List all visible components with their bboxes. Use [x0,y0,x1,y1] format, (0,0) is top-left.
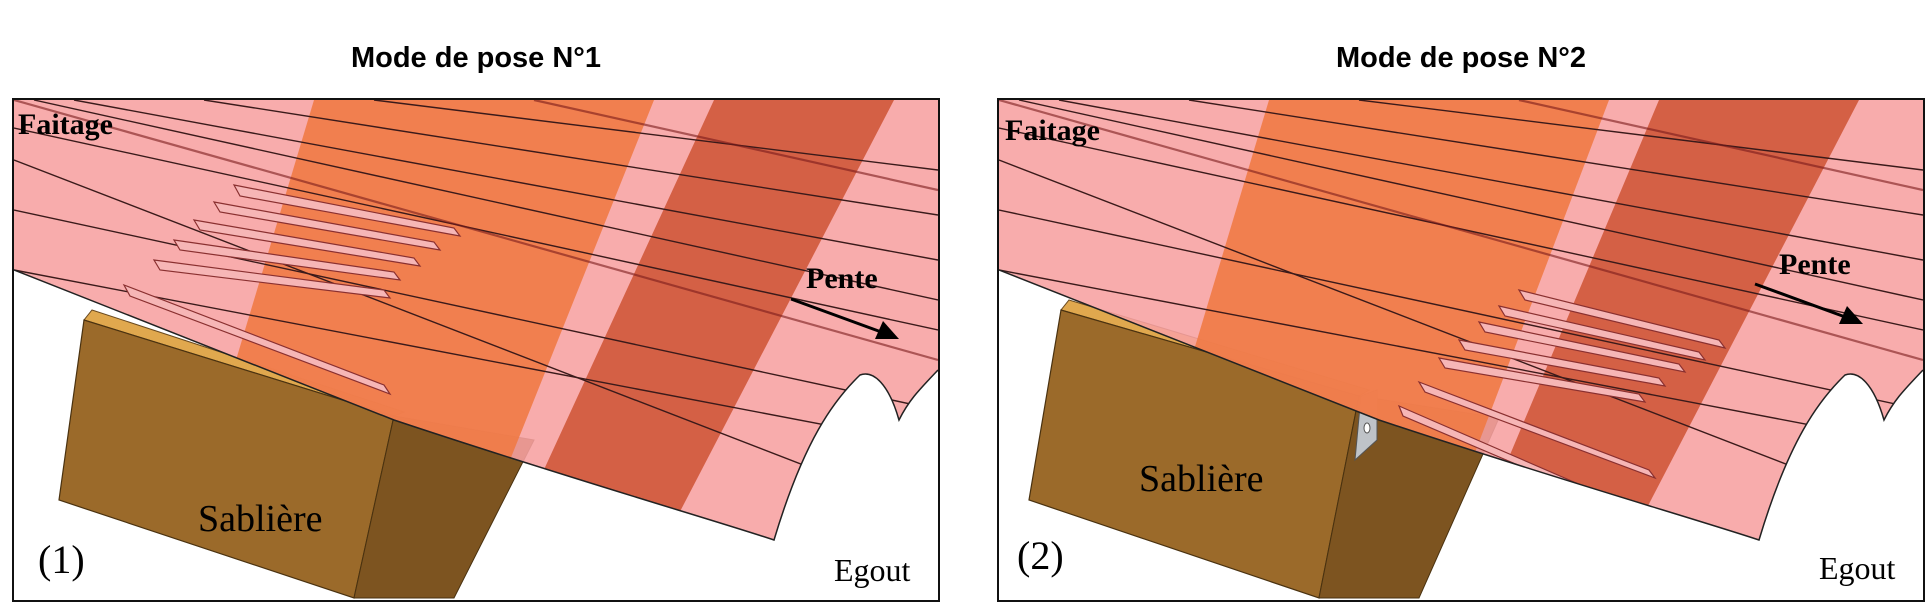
band-dark [484,100,894,540]
slope-arrow-icon [1754,282,1863,324]
eave-label: Egout [1819,550,1896,586]
panel-1-diagram: Faitage Pente Sablière (1) Egout [12,98,940,602]
panel-2-title: Mode de pose N°2 [1335,42,1587,74]
slope-label: Pente [1779,248,1851,281]
panel-2-diagram: Faitage Pente Sablière (2) Egout [997,98,1925,602]
panel-number: (2) [1017,533,1064,578]
panel-number: (1) [38,537,85,582]
panel-1-title: Mode de pose N°1 [350,42,602,74]
beam-label: Sablière [198,498,323,540]
beam-label: Sablière [1139,458,1264,500]
eave-label: Egout [834,552,911,588]
corrugated-sheet [14,100,938,540]
slope-arrow-icon [790,297,899,339]
sheet-edge [999,269,1923,541]
roof-installation-illustration-1 [14,100,938,599]
roof-installation-illustration-2 [999,100,1923,599]
ridge-label: Faitage [1005,114,1100,147]
slope-label: Pente [806,262,878,295]
sheet-edge [14,269,938,541]
ridge-label: Faitage [18,108,113,141]
